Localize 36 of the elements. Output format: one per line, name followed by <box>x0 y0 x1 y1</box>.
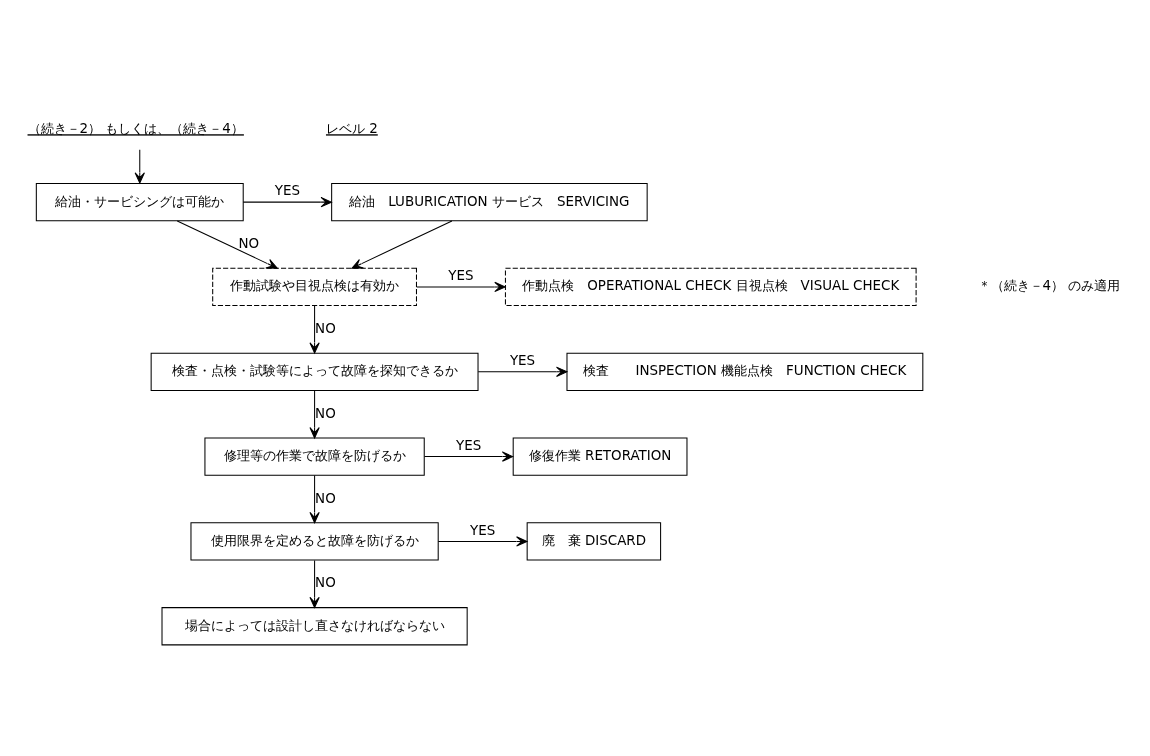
arrow <box>176 219 278 269</box>
node-box: 検査・点検・試験等によって故障を探知できるか <box>150 352 479 391</box>
label: レベル 2 <box>325 120 378 136</box>
arrow <box>477 366 568 377</box>
edge-label: NO <box>238 235 260 251</box>
edge-label: YES <box>448 267 474 283</box>
node-box: 使用限界を定めると故障を防げるか <box>190 521 439 561</box>
edge-label: YES <box>456 437 482 453</box>
node-box: 給油・サービシングは可能か <box>35 182 244 221</box>
arrow <box>309 559 320 608</box>
edge-label: NO <box>315 405 336 421</box>
edge-label: NO <box>315 574 336 590</box>
arrow <box>351 219 453 269</box>
arrow <box>242 196 332 207</box>
arrow <box>416 281 506 292</box>
node-box: 作動試験や目視点検は有効か <box>212 267 417 306</box>
edge-label: YES <box>470 522 496 538</box>
node-box: 修復作業 RETORATION <box>512 436 688 476</box>
arrow <box>309 389 320 438</box>
edge-label: YES <box>274 182 301 198</box>
arrow <box>134 148 145 184</box>
label: ＊（続き－4） のみ適用 <box>977 277 1121 293</box>
edge-label: YES <box>509 352 536 368</box>
node-box: 場合によっては設計し直さなければならない <box>161 606 468 645</box>
node-box: 給油 LUBURICATION サービス SERVICING <box>331 182 648 221</box>
arrow <box>309 474 320 523</box>
node-box: 廃 棄 DISCARD <box>526 521 662 561</box>
arrow <box>424 450 514 462</box>
node-box: 検査 INSPECTION 機能点検 FUNCTION CHECK <box>566 352 924 391</box>
edge-label: NO <box>315 490 336 506</box>
node-text: （続き－2） もしくは、（続き－4） <box>27 120 244 136</box>
node-box: 作動点検 OPERATIONAL CHECK 目視点検 VISUAL CHECK <box>504 267 917 306</box>
arrow <box>437 535 528 547</box>
edge-label: NO <box>315 320 336 336</box>
arrow <box>309 304 320 354</box>
node-box: 修理等の作業で故障を防げるか <box>204 436 425 476</box>
